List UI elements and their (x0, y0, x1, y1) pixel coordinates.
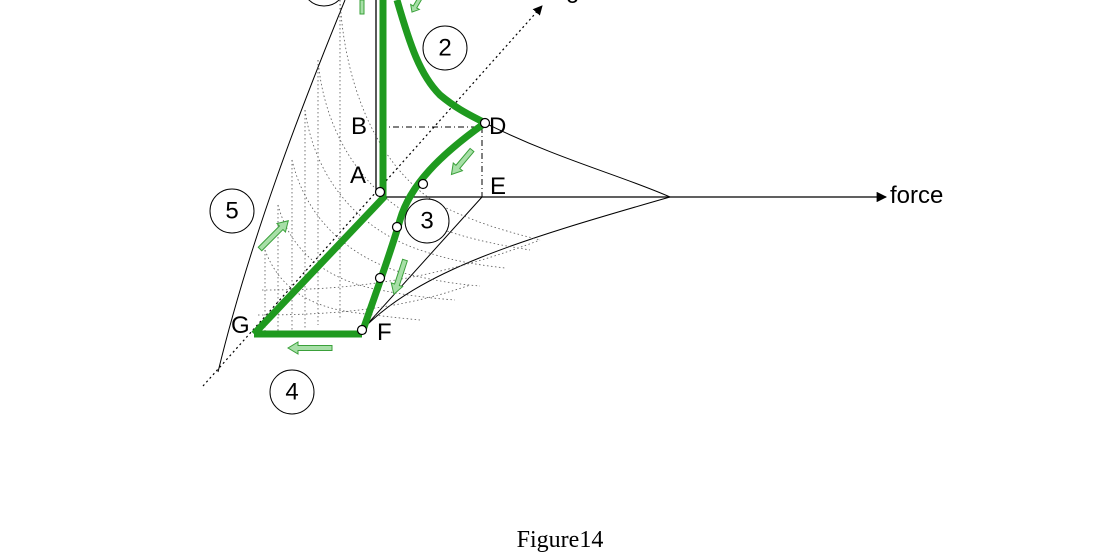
vertex-D (479, 117, 491, 129)
envelope-line-EF (361, 196, 483, 331)
point-label-F: F (377, 319, 392, 346)
envelope-curve-lower (361, 196, 671, 331)
direction-arrows (257, 0, 475, 355)
figure-caption: Figure14 (516, 527, 604, 553)
svg-text:3: 3 (420, 208, 433, 235)
vertex-mid1 (417, 178, 429, 190)
direction-arrow-5 (257, 220, 289, 252)
depth-axis-label-fragment: g (566, 0, 579, 4)
stage-marker-5: 5 (209, 188, 255, 234)
stage-marker-1: 1 (308, 0, 340, 7)
vertex-mid3 (374, 272, 386, 284)
point-label-G: G (231, 312, 250, 339)
stage-marker-4: 4 (269, 369, 315, 415)
vertex-F (356, 324, 368, 336)
direction-arrow-3a (450, 147, 475, 176)
point-label-A: A (350, 162, 366, 189)
direction-arrow-3b (390, 258, 409, 296)
vertex-mid2 (391, 221, 403, 233)
point-label-B: B (351, 113, 367, 140)
stage-marker-2: 2 (422, 25, 468, 71)
svg-text:5: 5 (225, 198, 238, 225)
direction-arrow-2 (409, 0, 423, 13)
envelope-curve-left (217, 0, 346, 373)
vertex-A (374, 186, 386, 198)
point-label-D: D (489, 113, 506, 140)
path-segment-2 (393, 0, 487, 127)
stage-marker-3: 3 (404, 198, 450, 244)
vertices (356, 117, 491, 336)
svg-text:2: 2 (438, 35, 451, 62)
path-segment-3 (358, 120, 488, 335)
point-label-E: E (490, 173, 506, 200)
svg-text:4: 4 (285, 379, 298, 406)
cycle-path (251, 0, 488, 338)
force-axis-label: force (890, 182, 943, 209)
envelope-curve-upper (484, 122, 671, 198)
direction-arrow-down-top (359, 0, 365, 15)
path-segment-5 (251, 193, 388, 337)
direction-arrow-4 (287, 341, 333, 355)
